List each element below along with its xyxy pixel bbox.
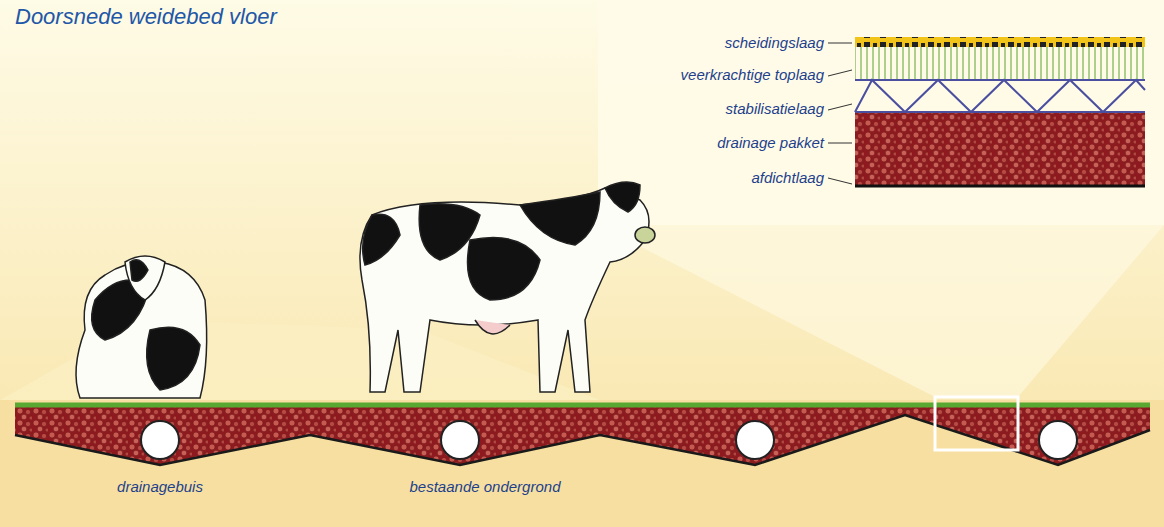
leader-line <box>828 43 852 184</box>
diagram-title: Doorsnede weidebed vloer <box>15 4 277 30</box>
drainage-pipe <box>141 421 1077 459</box>
layer-label: veerkrachtige toplaag <box>681 66 824 83</box>
standing-cow <box>360 182 655 392</box>
layer-label: scheidingslaag <box>725 34 824 51</box>
part-label: drainagebuis <box>117 478 203 495</box>
layer-label: drainage pakket <box>717 134 824 151</box>
lying-cow <box>76 256 207 398</box>
layer-label: afdichtlaag <box>751 169 824 186</box>
layer-label: stabilisatielaag <box>726 100 824 117</box>
part-label: bestaande ondergrond <box>410 478 561 495</box>
